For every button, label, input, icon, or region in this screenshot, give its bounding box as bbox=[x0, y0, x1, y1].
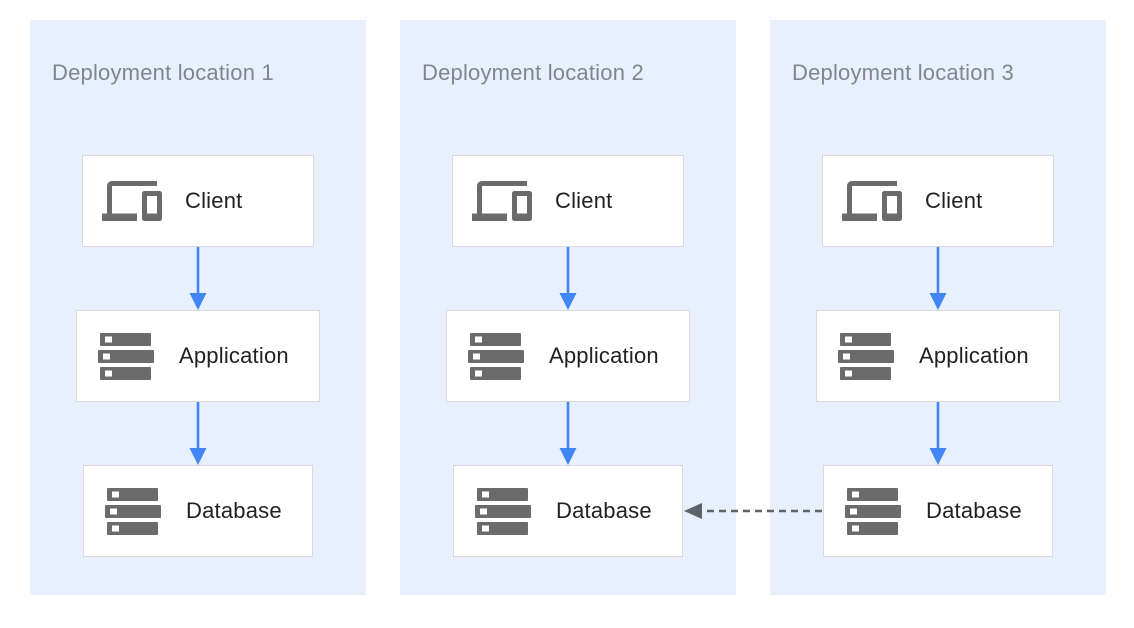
panel-deployment-location-3: Deployment location 3 Client Application bbox=[770, 20, 1106, 595]
server-stack-icon bbox=[96, 332, 156, 380]
node-database-1: Database bbox=[83, 465, 313, 557]
node-label: Application bbox=[919, 343, 1029, 368]
panel-title: Deployment location 1 bbox=[52, 60, 274, 85]
node-database-2: Database bbox=[453, 465, 683, 557]
node-application-3: Application bbox=[816, 310, 1060, 402]
node-database-3: Database bbox=[823, 465, 1053, 557]
devices-icon bbox=[472, 176, 532, 226]
panel-deployment-location-1: Deployment location 1 Client Application bbox=[30, 20, 366, 595]
panel-title: Deployment location 3 bbox=[792, 60, 1014, 85]
server-stack-icon bbox=[466, 332, 526, 380]
server-stack-icon bbox=[843, 487, 903, 535]
panel-deployment-location-2: Deployment location 2 Client Application bbox=[400, 20, 736, 595]
node-label: Database bbox=[556, 498, 652, 523]
node-label: Client bbox=[185, 188, 243, 213]
node-client-3: Client bbox=[822, 155, 1054, 247]
node-label: Client bbox=[555, 188, 613, 213]
node-label: Application bbox=[179, 343, 289, 368]
panel-title: Deployment location 2 bbox=[422, 60, 644, 85]
node-label: Client bbox=[925, 188, 983, 213]
node-label: Database bbox=[186, 498, 282, 523]
server-stack-icon bbox=[103, 487, 163, 535]
node-client-1: Client bbox=[82, 155, 314, 247]
node-application-2: Application bbox=[446, 310, 690, 402]
node-client-2: Client bbox=[452, 155, 684, 247]
server-stack-icon bbox=[473, 487, 533, 535]
node-application-1: Application bbox=[76, 310, 320, 402]
server-stack-icon bbox=[836, 332, 896, 380]
node-label: Database bbox=[926, 498, 1022, 523]
node-label: Application bbox=[549, 343, 659, 368]
devices-icon bbox=[102, 176, 162, 226]
devices-icon bbox=[842, 176, 902, 226]
